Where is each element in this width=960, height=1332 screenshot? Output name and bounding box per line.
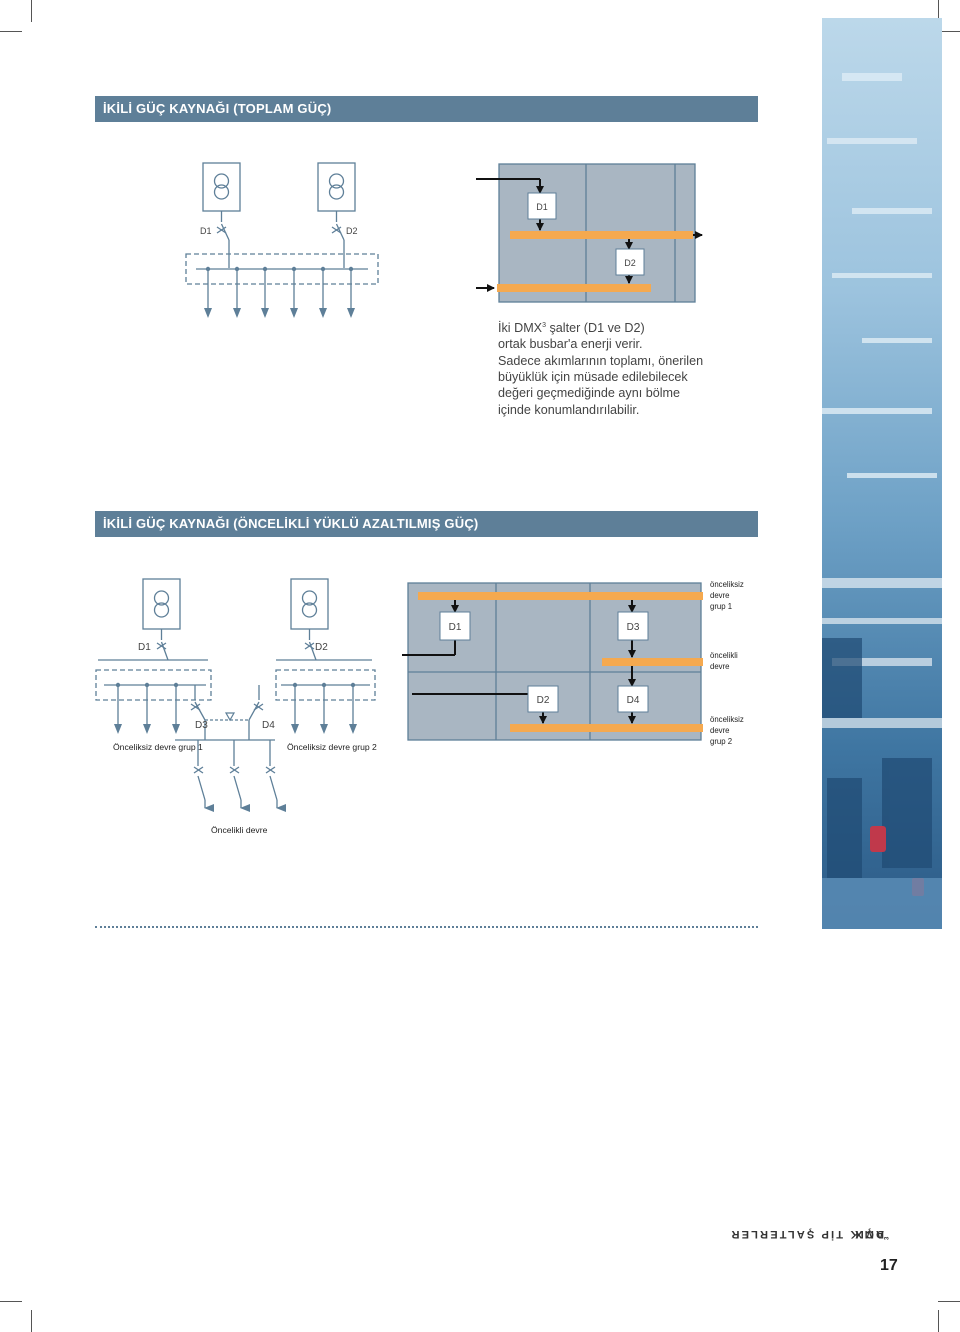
page-number: 17 [880,1257,898,1274]
panel-d2-label: D2 [624,258,636,268]
feeder-arrow-icon [261,308,269,318]
busbar-node [234,266,240,272]
legend-nonpriority1-line: önceliksiz [710,580,744,589]
panel-d4-label: D4 [627,695,640,706]
crop-mark [31,1310,32,1332]
legend-nonpriority1-line: devre [710,591,730,600]
busbar-node [205,266,211,272]
feeder-arrow-icon [233,308,241,318]
legend-priority-line: öncelikli [710,651,738,660]
transformer-2-icon [290,578,329,630]
breaker-d2-box [527,685,559,713]
panel-d1-label: D1 [449,622,462,633]
busbar-nonpriority-1 [418,592,703,600]
section-description: İki DMX3 şalter (D1 ve D2) ortak busbar'… [498,318,758,418]
crop-mark [31,0,32,22]
legend-nonpriority2-line: grup 2 [710,737,732,746]
busbar-upper [510,231,693,239]
busbar-node [115,682,121,688]
description-line: ortak busbar'a enerji verir. [498,337,643,352]
section-title-oncelikli-guc: İKİLİ GÜÇ KAYNAĞI (ÖNCELİKLİ YÜKLÜ AZALT… [95,511,758,537]
schematic-d2-label: D2 [315,642,328,653]
panel-priority-load: D1 D3 D2 D4 önceliksiz devre grup 1 önce… [402,580,744,746]
feeder-arrow-icon [172,724,180,734]
panel-total-power: D1 D2 [476,163,703,303]
legend-nonpriority2-line: önceliksiz [710,715,744,724]
description-line: değeri geçmediğinde aynı bölme [498,386,681,401]
legend-nonpriority2-line: devre [710,726,730,735]
crop-mark [938,1310,939,1332]
schematic-d1-label: D1 [200,226,212,236]
busbar-node [350,682,356,688]
feeder-arrow-icon [290,308,298,318]
breaker-d1-box [439,611,471,641]
factory-photo [822,18,942,929]
schematic-d1-label: D1 [138,642,151,653]
transformer-2-icon [317,162,356,212]
group1-label: Önceliksiz devre grup 1 [113,742,203,752]
priority-label: Öncelikli devre [211,825,268,835]
busbar-node [144,682,150,688]
transformer-1-icon [202,162,241,212]
schematic-priority-load: D1 D2 D3 D4 Önceliksiz devre grup 1 Önce… [95,578,377,835]
feeder-arrow-icon [320,724,328,734]
feeder-arrow-icon [291,724,299,734]
feeder-arrow-icon [349,724,357,734]
panel-d3-label: D3 [627,622,640,633]
busbar-node [348,266,354,272]
panel-d1-label: D1 [536,202,548,212]
busbar-node [291,266,297,272]
breaker-d2-box [615,248,645,276]
crop-mark [938,1301,960,1302]
description-line: İki DMX3 şalter (D1 ve D2) [498,321,645,336]
feeder-arrow-icon [114,724,122,734]
section-title-toplam-guc: İKİLİ GÜÇ KAYNAĞI (TOPLAM GÜÇ) [95,96,758,122]
busbar-node [292,682,298,688]
busbar-node [173,682,179,688]
busbar-nonpriority-2 [510,724,703,732]
feeder-arrow-icon [319,308,327,318]
panel-d2-label: D2 [537,695,550,706]
transformer-1-icon [142,578,181,630]
schematic-d3-label: D3 [195,720,208,731]
legend-priority-line: devre [710,662,730,671]
description-line: Sadece akımlarının toplamı, önerilen [498,353,704,368]
crop-mark [938,31,960,32]
busbar-node [320,266,326,272]
breaker-d3-box [617,611,649,641]
busbar-priority [602,658,703,666]
section-divider [95,926,758,928]
legend-nonpriority1-line: grup 1 [710,602,732,611]
schematic-d2-label: D2 [346,226,358,236]
group2-label: Önceliksiz devre grup 2 [287,742,377,752]
interlock-icon [224,712,236,722]
feeder-arrow-icon [347,308,355,318]
feeder-arrow-icon [143,724,151,734]
breaker-d1-box [527,192,557,220]
schematic-d4-label: D4 [262,720,275,731]
crop-mark [0,31,22,32]
busbar-node [262,266,268,272]
description-line: içinde konumlandırılabilir. [498,402,640,417]
description-line: büyüklük için müsade edilebilecek [498,370,688,385]
busbar-node [321,682,327,688]
busbar-lower [497,284,651,292]
breaker-d4-box [617,685,649,713]
feeder-arrow-icon [204,308,212,318]
crop-mark [0,1301,22,1302]
schematic-total-power: D1 D2 [185,162,379,318]
crop-mark [938,0,939,22]
